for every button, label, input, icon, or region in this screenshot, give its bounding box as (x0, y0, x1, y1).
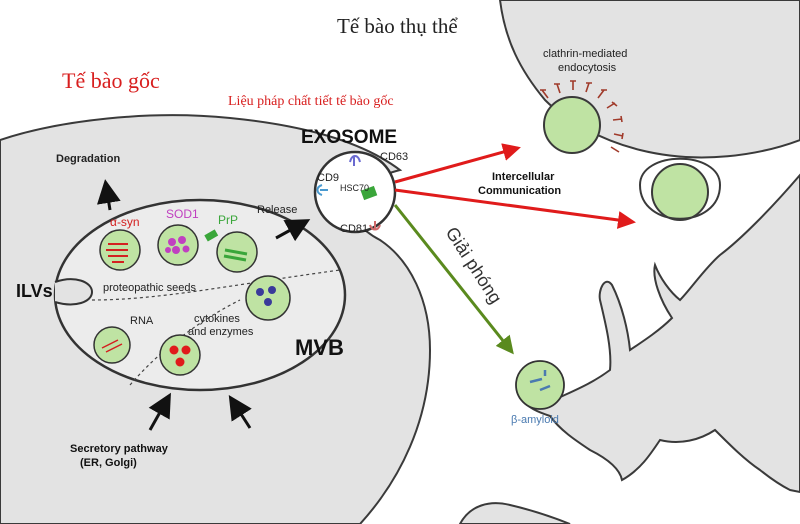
prp-marker (204, 229, 219, 242)
cd63-label: CD63 (380, 151, 408, 163)
endocytic-vesicle-2 (651, 163, 709, 221)
rna-label: RNA (130, 315, 154, 327)
communication-arrow-1 (394, 143, 521, 184)
cd9-label: CD9 (317, 172, 339, 184)
exosome-label: EXOSOME (301, 127, 397, 148)
release-arrow (275, 219, 311, 242)
vesicle-sod1 (157, 224, 199, 266)
mvb-label: MVB (295, 335, 344, 360)
receiving-cell-label: Tế bào thụ thể (337, 14, 458, 38)
enzyme-dots (169, 345, 191, 367)
cd9-protein (316, 184, 328, 196)
ilvs-label: ILVs (16, 281, 53, 301)
intercellular-label-1: Intercellular (492, 171, 555, 183)
stem-cell-label: Tế bào gốc (62, 68, 160, 93)
endocytic-vesicle-1 (543, 96, 601, 154)
cd63-protein (349, 155, 361, 166)
sod1-aggregate (165, 236, 190, 254)
receiving-cell-lower (518, 173, 800, 494)
secretory-arrow-1 (148, 392, 171, 431)
hsc70-label: HSC70 (340, 183, 369, 193)
cd81-label: CD81 (340, 223, 368, 235)
vesicle-rna (93, 326, 131, 364)
alpha-syn-label: α-syn (110, 215, 140, 229)
mvb (53, 198, 347, 392)
prp-label: PrP (218, 213, 238, 227)
communication-arrow-2 (394, 188, 636, 229)
amyloid-fibrils (529, 370, 551, 392)
endocytosis-label: endocytosis (558, 62, 617, 74)
endocytosis-pit-2 (639, 157, 722, 220)
receiving-cell-bottom (458, 502, 571, 524)
intercellular-label-2: Communication (478, 185, 561, 197)
cytokines-label-2: and enzymes (188, 326, 254, 338)
alpha-syn-aggregate (106, 243, 128, 263)
release-vi-label: Giải phóng (442, 223, 506, 307)
exosome (313, 150, 397, 234)
cytokine-dots (256, 286, 276, 306)
therapy-label: Liệu pháp chất tiết tế bào gốc (228, 94, 394, 109)
sod1-label: SOD1 (166, 207, 199, 221)
secretory-label-1: Secretory pathway (70, 443, 169, 455)
rna-strands (101, 339, 123, 353)
degradation-arrow (96, 179, 121, 211)
secretory-label-2: (ER, Golgi) (80, 457, 137, 469)
proteopathic-label: proteopathic seeds (103, 282, 196, 294)
cd81-protein (369, 221, 381, 231)
vesicle-enzymes (159, 334, 201, 376)
clathrin-label: clathrin-mediated (543, 48, 627, 60)
hsc70-protein (360, 185, 378, 201)
cytokines-label-1: cytokines (194, 313, 240, 325)
ilv-notch (54, 278, 94, 306)
prp-aggregate (223, 248, 248, 262)
clathrin-coat (540, 80, 624, 153)
release-label: Release (257, 204, 297, 216)
secretory-arrow-2 (228, 394, 252, 429)
release-green-arrow (393, 204, 514, 355)
amyloid-vesicle (515, 360, 565, 410)
mvb-divider-1 (91, 269, 341, 301)
beta-amyloid-label: β-amyloid (511, 414, 559, 426)
degradation-label: Degradation (56, 153, 120, 165)
